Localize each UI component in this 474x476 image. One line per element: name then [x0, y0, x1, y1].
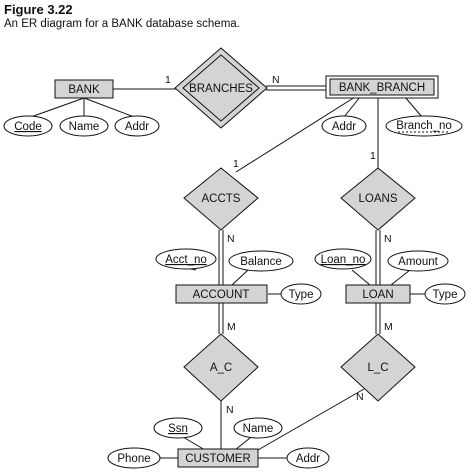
entity-loan: LOAN: [345, 284, 411, 304]
cardinality-accts-account: N: [227, 233, 235, 245]
entity-bank-branch-label: BANK_BRANCH: [339, 82, 425, 94]
cardinality-branch-accts: 1: [233, 158, 239, 170]
attribute-shapes: [3, 115, 466, 469]
attribute-bank-addr-label: Addr: [125, 121, 149, 133]
attribute-code-label: Code: [14, 121, 42, 133]
line-branch-accts: [235, 96, 356, 173]
attribute-account-type-label: Type: [289, 289, 314, 301]
cardinality-bank-branches: 1: [165, 74, 171, 86]
attribute-labels: Code Name Addr Addr Branch_no Acct_no Ba…: [14, 120, 457, 465]
single-lines: [112, 88, 379, 450]
entity-account: ACCOUNT: [175, 284, 268, 304]
relationship-accts: ACCTS: [183, 167, 259, 231]
relationship-branches: BRANCHES: [174, 47, 268, 129]
line-customer-name: [234, 437, 251, 451]
cardinality-loan-lc: M: [384, 321, 393, 333]
relationship-l-c-label: L_C: [367, 362, 388, 374]
attribute-acct-no: [155, 248, 217, 270]
entity-loan-label: LOAN: [362, 289, 393, 301]
line-branch-addr: [343, 96, 361, 118]
line-bank-code: [27, 97, 85, 119]
attribute-loan-no-label: Loan_no: [321, 254, 366, 266]
attribute-acct-no-label: Acct_no: [165, 254, 207, 266]
attribute-ssn: [153, 417, 203, 439]
connector-lines: [27, 96, 425, 459]
line-lc-customer: [257, 388, 365, 451]
attribute-account-type: [280, 283, 322, 305]
attribute-branch-no-label: Branch_no: [396, 120, 452, 132]
entity-bank: BANK: [54, 79, 114, 99]
line-amount: [390, 269, 411, 286]
attribute-balance-label: Balance: [240, 256, 282, 268]
relationship-l-c: L_C: [340, 333, 416, 402]
attribute-customer-name: [233, 417, 283, 439]
attribute-bank-addr: [114, 115, 160, 137]
attribute-customer-addr-label: Addr: [296, 453, 320, 465]
relationship-accts-label: ACCTS: [202, 193, 241, 205]
line-balance: [231, 269, 249, 286]
line-bank-addr: [83, 97, 138, 119]
attribute-phone-label: Phone: [117, 453, 150, 465]
entity-customer-label: CUSTOMER: [185, 453, 251, 465]
attribute-customer-addr: [286, 447, 330, 469]
attribute-bank-name: [59, 115, 109, 137]
figure-title: Figure 3.22: [4, 2, 73, 17]
attribute-balance: [228, 250, 294, 272]
attribute-branch-addr: [321, 115, 367, 137]
cardinality-labels: 1 N 1 N 1 N M N M N: [165, 74, 393, 416]
attribute-code: [3, 115, 53, 137]
attribute-bank-name-label: Name: [69, 121, 100, 133]
relationship-loans: LOANS: [340, 167, 416, 231]
attribute-amount: [387, 250, 449, 272]
line-loan-no: [351, 269, 371, 286]
cardinality-lc-customer: N: [356, 391, 364, 403]
cardinality-account-ac: M: [227, 321, 236, 333]
cardinality-ac-customer: N: [226, 404, 234, 416]
attribute-loan-type-label: Type: [433, 289, 458, 301]
relationship-a-c: A_C: [183, 333, 259, 402]
entity-bank-label: BANK: [68, 84, 100, 96]
entity-account-label: ACCOUNT: [193, 289, 250, 301]
attribute-loan-no: [314, 248, 372, 270]
attribute-branch-no: [385, 115, 463, 137]
line-ssn: [182, 436, 206, 451]
attribute-customer-name-label: Name: [243, 423, 274, 435]
double-lines: [218, 85, 381, 334]
cardinality-loans-loan: N: [384, 233, 392, 245]
relationship-a-c-label: A_C: [210, 362, 232, 374]
entity-bank-branch: BANK_BRANCH: [325, 75, 439, 99]
entity-customer: CUSTOMER: [177, 448, 259, 468]
attribute-branch-addr-label: Addr: [332, 121, 356, 133]
attribute-phone: [107, 447, 161, 469]
relationship-loans-label: LOANS: [359, 193, 398, 205]
figure-caption: An ER diagram for a BANK database schema…: [4, 18, 240, 30]
relationship-branches-label: BRANCHES: [189, 83, 253, 95]
attribute-loan-type: [424, 283, 466, 305]
attribute-amount-label: Amount: [398, 256, 438, 268]
cardinality-branch-loans: 1: [370, 150, 376, 162]
cardinality-branches-branch: N: [272, 74, 280, 86]
line-branch-no: [404, 96, 423, 118]
attribute-ssn-label: Ssn: [168, 423, 188, 435]
